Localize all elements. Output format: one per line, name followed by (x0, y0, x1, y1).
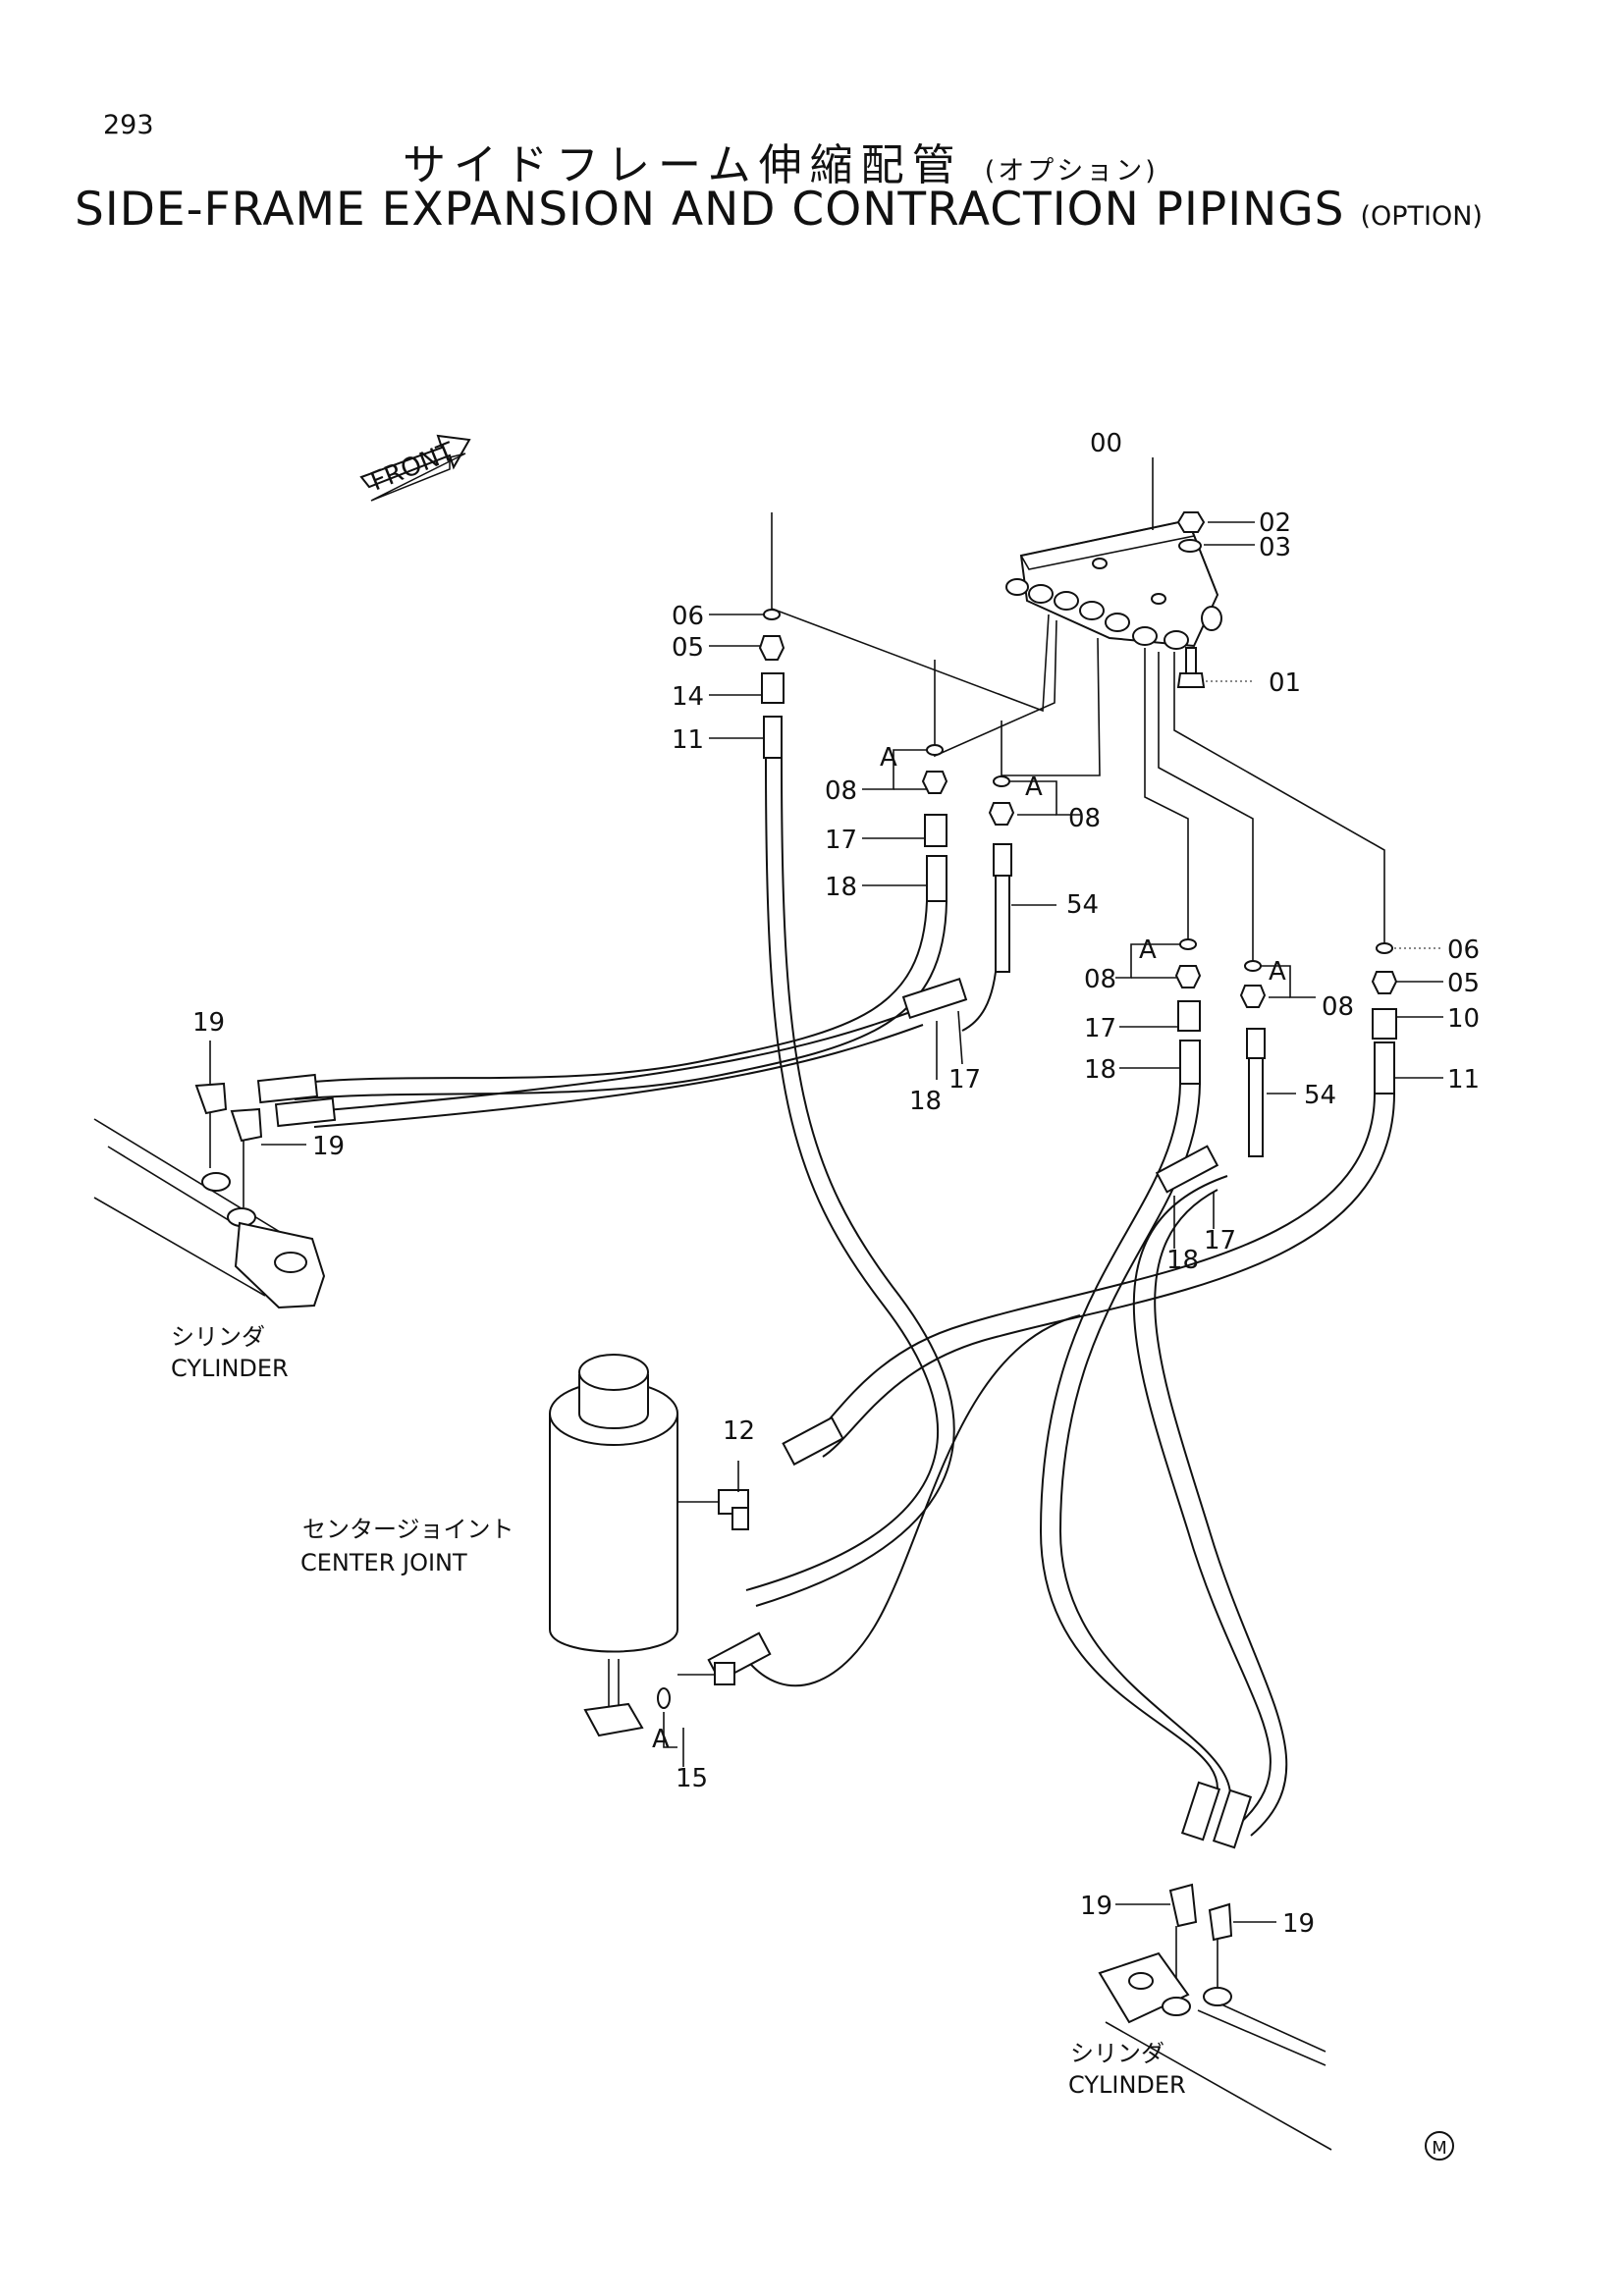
m-mark: M (1425, 2131, 1454, 2161)
label-54-a4: 54 (1304, 1081, 1336, 1110)
label-19-right-left: 19 (1080, 1892, 1112, 1921)
caption-cylinder-right-en: CYLINDER (1068, 2071, 1186, 2099)
label-10: 10 (1447, 1004, 1480, 1034)
m-mark-letter: M (1432, 2138, 1447, 2159)
port-group-left-top (758, 609, 785, 759)
label-03: 03 (1259, 533, 1291, 562)
label-11-right: 11 (1447, 1065, 1480, 1095)
port-group-a-4 (1239, 960, 1267, 1157)
label-08-a2: 08 (1068, 804, 1101, 833)
label-11-left: 11 (672, 725, 704, 755)
label-08-a1: 08 (825, 776, 857, 806)
label-06-right: 06 (1447, 935, 1480, 965)
front-arrow-icon: FRONT (359, 434, 471, 502)
label-05-right: 05 (1447, 969, 1480, 998)
label-a-center: A (652, 1725, 670, 1754)
bolt-01 (1176, 647, 1206, 688)
label-a-3: A (1139, 935, 1157, 965)
label-18-mid: 18 (909, 1087, 942, 1116)
nut-02 (1176, 511, 1206, 533)
label-14: 14 (672, 682, 704, 712)
label-06-left: 06 (672, 602, 704, 631)
port-group-a-2 (988, 775, 1015, 973)
port-group-a-3 (1174, 938, 1202, 1085)
label-01: 01 (1269, 668, 1301, 698)
manifold-block (1005, 518, 1222, 650)
label-08-a3: 08 (1084, 965, 1116, 994)
port-group-a-1 (921, 744, 948, 902)
label-a-1: A (880, 743, 897, 773)
caption-center-joint-en: CENTER JOINT (300, 1549, 467, 1576)
label-18-right: 18 (1166, 1246, 1199, 1275)
label-19-left-top: 19 (192, 1008, 225, 1038)
right-cylinder (1098, 1883, 1332, 2151)
port-group-right (1371, 942, 1398, 1095)
label-05-left: 05 (672, 633, 704, 663)
title-jp-text: サイドフレーム伸縮配管 (403, 140, 963, 190)
washer-03 (1178, 539, 1202, 553)
label-08-a4: 08 (1322, 992, 1354, 1022)
caption-cylinder-left-en: CYLINDER (171, 1355, 289, 1382)
label-17-right: 17 (1204, 1226, 1236, 1255)
title-en-text: SIDE-FRAME EXPANSION AND CONTRACTION PIP… (75, 183, 1345, 237)
label-a-2: A (1025, 773, 1043, 802)
label-leaders (209, 457, 1443, 1923)
caption-cylinder-left-jp: シリンダ (171, 1323, 265, 1351)
connection-leaders (771, 512, 1385, 962)
caption-center-joint-jp: センタージョイント (302, 1516, 514, 1543)
label-54-a2: 54 (1066, 890, 1099, 920)
label-19-left-bottom: 19 (312, 1132, 345, 1161)
label-19-right-right: 19 (1282, 1909, 1315, 1939)
hoses (294, 757, 1395, 1837)
label-18-a3: 18 (1084, 1055, 1116, 1085)
label-18-a1: 18 (825, 873, 857, 902)
label-12: 12 (723, 1416, 755, 1446)
hose-fittings (256, 978, 1253, 1849)
label-17-mid: 17 (948, 1065, 981, 1095)
front-label: FRONT (366, 437, 459, 497)
label-a-4: A (1269, 957, 1286, 987)
title-jp-suffix: (オプション) (984, 156, 1159, 187)
title-en-suffix: (OPTION) (1360, 201, 1483, 232)
label-17-a3: 17 (1084, 1014, 1116, 1043)
label-15: 15 (676, 1764, 708, 1793)
page-number: 293 (103, 110, 154, 140)
label-17-a1: 17 (825, 826, 857, 855)
title-english: SIDE-FRAME EXPANSION AND CONTRACTION PIP… (75, 183, 1483, 237)
label-00: 00 (1090, 429, 1122, 458)
center-joint (549, 1354, 749, 1737)
left-cylinder (93, 1082, 326, 1309)
caption-cylinder-right-jp: シリンダ (1070, 2040, 1164, 2067)
label-02: 02 (1259, 508, 1291, 538)
title-japanese: サイドフレーム伸縮配管 (オプション) (403, 130, 1159, 192)
